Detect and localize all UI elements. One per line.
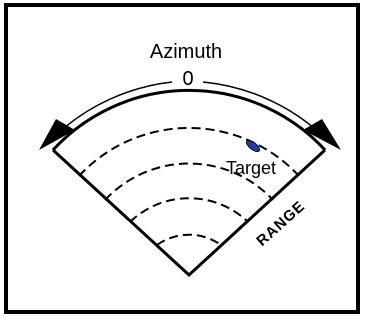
sector-outline (51, 148, 327, 278)
azimuth-label: Azimuth (150, 41, 222, 63)
azimuth-left-arrowhead (39, 119, 75, 150)
diagram-frame (4, 3, 360, 314)
range-ring-4 (78, 127, 300, 177)
range-ring-3 (104, 162, 274, 201)
azimuth-zero-label: 0 (182, 68, 193, 90)
range-ring-1 (156, 233, 222, 246)
sector-outer-arc (51, 89, 327, 152)
target-blip (245, 139, 261, 153)
target-label: Target (226, 158, 276, 178)
azimuth-right-arrowhead (303, 119, 341, 150)
azimuth-arc-right (202, 81, 323, 136)
range-ring-2 (129, 197, 249, 223)
